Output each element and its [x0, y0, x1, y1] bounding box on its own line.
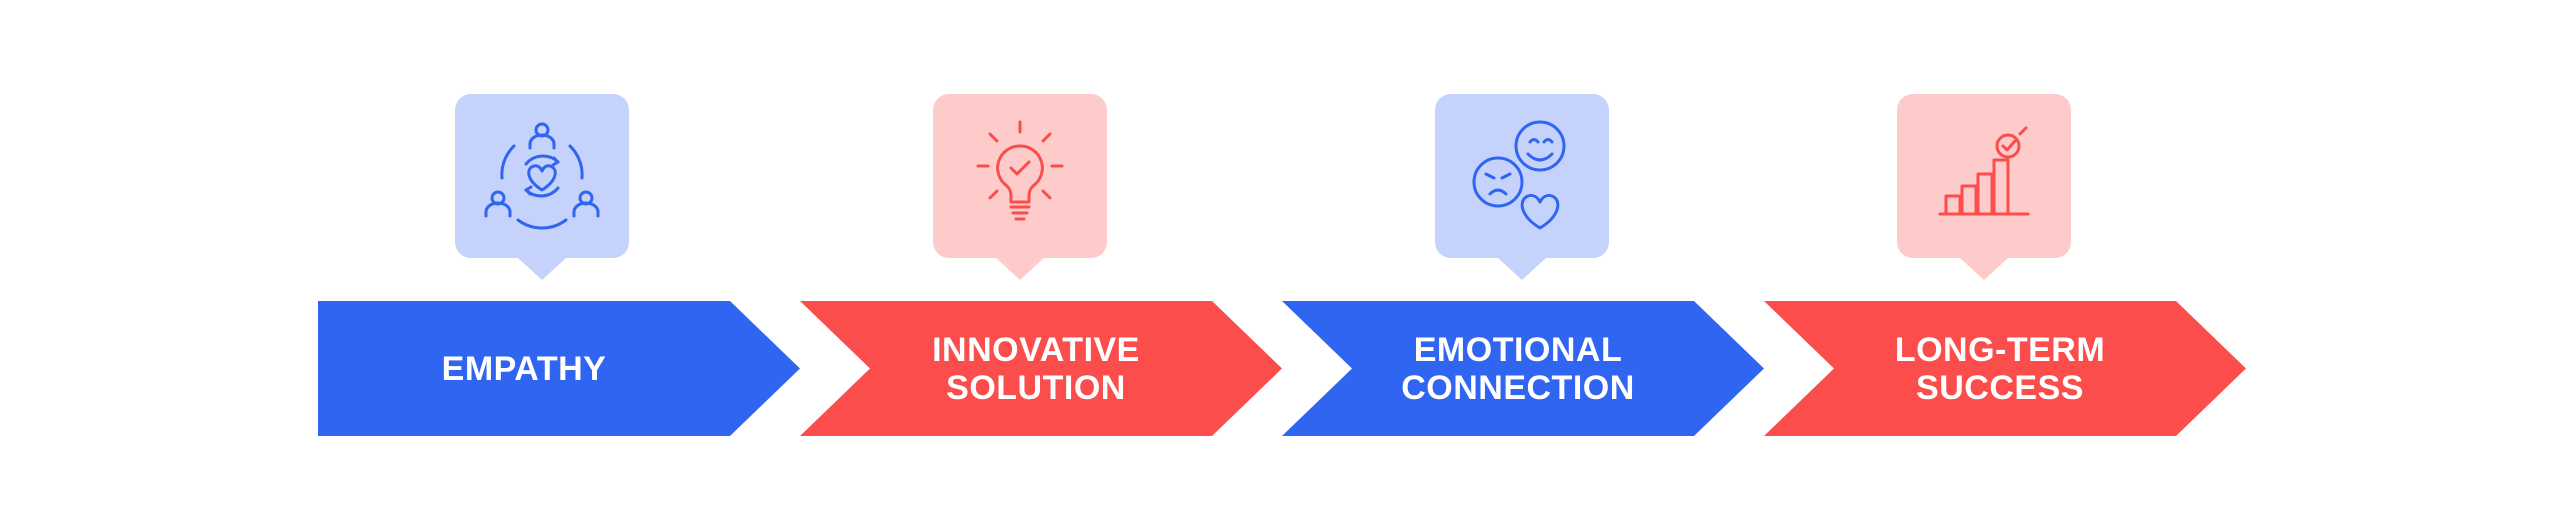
step-1-callout: [455, 94, 629, 280]
lightbulb-check-icon: [976, 120, 1064, 221]
step-3-label: EMOTIONAL CONNECTION: [1401, 330, 1635, 407]
step-2-callout: [933, 94, 1107, 280]
step-2-label: INNOVATIVE SOLUTION: [932, 330, 1140, 407]
step-1-arrow: EMPATHY: [318, 301, 800, 436]
step-4-callout: [1897, 94, 2071, 280]
step-4-arrow: LONG-TERM SUCCESS: [1764, 301, 2246, 436]
step-2-arrow: INNOVATIVE SOLUTION: [800, 301, 1282, 436]
emotion-faces-heart-icon: [1472, 120, 1566, 230]
step-3-arrow: EMOTIONAL CONNECTION: [1282, 301, 1764, 436]
step-4-label: LONG-TERM SUCCESS: [1894, 330, 2106, 407]
people-heart-cycle-icon: [484, 122, 600, 230]
growth-chart-check-icon: [1938, 126, 2030, 216]
step-3-callout: [1435, 94, 1609, 280]
step-1-label: EMPATHY: [441, 349, 607, 388]
